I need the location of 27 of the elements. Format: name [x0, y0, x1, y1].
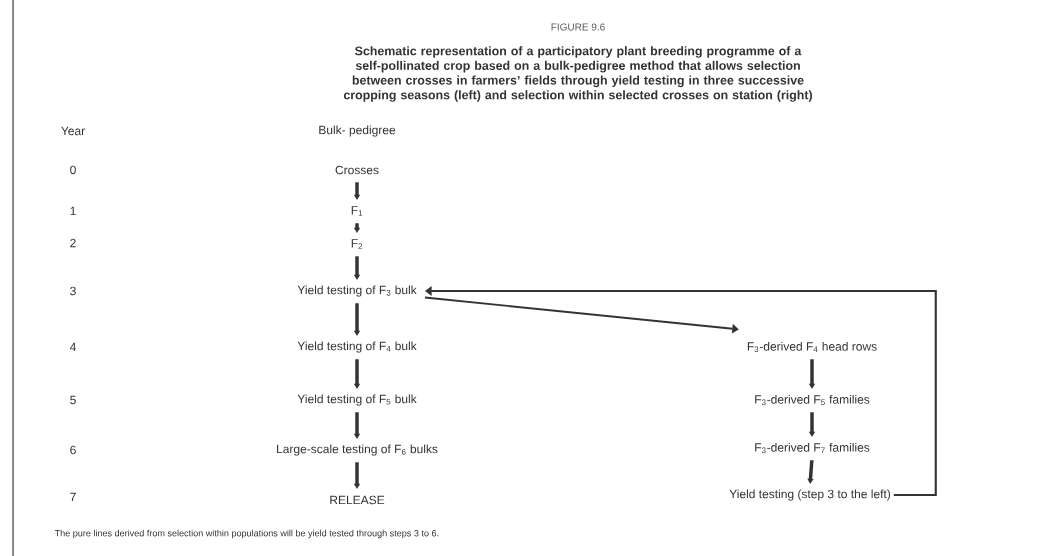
footnote: The pure lines derived from selection within populations will be yield tested through steps 3 to 6. [54, 529, 439, 539]
year-number: 6 [70, 445, 76, 455]
figure-title: Schematic representation of a participatory plant breeding programme of a self-pollinated crop based on a bulk-pedigree method that allows selection between crosses in farmers’ fields through yield testing in three successive cropping seasons (left) and selection within selected crosses on station (right) [343, 46, 812, 102]
step-text: RELEASE [330, 495, 385, 505]
step-text: F$_{3}$-derived F$_{5}$ families [755, 394, 870, 406]
step-text: Large-scale testing of F$_{6}$ bulks [277, 444, 438, 456]
figure-number: FIGURE 9.6 [551, 23, 605, 31]
year-number: 5 [70, 395, 76, 405]
step-text: Yield testing (step 3 to the left) [729, 489, 891, 501]
step-text: F$_{3}$-derived F$_{7}$ families [755, 442, 870, 454]
column-heading: Bulk- pedigree [319, 125, 396, 137]
step-text: Yield testing of F$_{3}$ bulk [297, 285, 417, 297]
step-text: F$_{2}$ [351, 239, 363, 249]
step-text: Yield testing of F$_{5}$ bulk [297, 394, 417, 406]
step-text: F$_{3}$-derived F$_{4}$ head rows [747, 341, 877, 353]
year-number: 3 [70, 286, 76, 296]
year-number: 7 [70, 492, 76, 502]
step-text: Yield testing of F$_{4}$ bulk [297, 341, 417, 353]
column-heading: Year [61, 126, 85, 136]
year-number: 1 [70, 206, 76, 216]
year-number: 0 [70, 165, 76, 175]
year-number: 4 [69, 342, 76, 352]
down-arrow [807, 460, 814, 484]
step-text: Crosses [335, 165, 379, 175]
return-arrow [425, 286, 937, 497]
year-number: 2 [70, 238, 76, 248]
step-text: F$_{1}$ [351, 206, 363, 216]
